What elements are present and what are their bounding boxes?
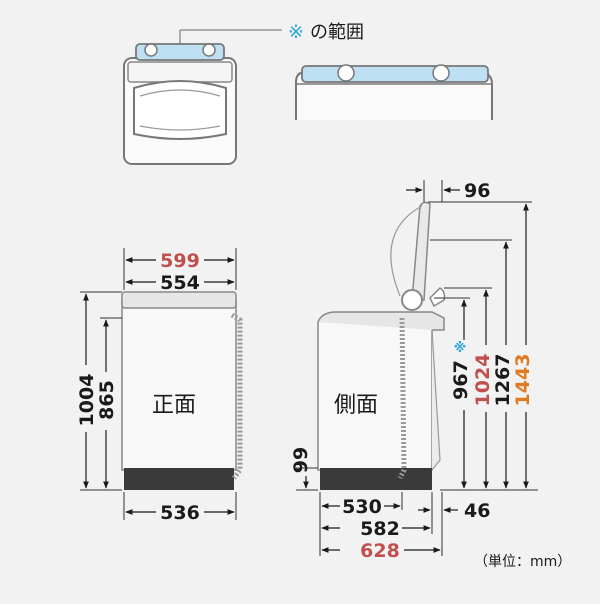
dim-width-536: 536	[160, 502, 200, 524]
note-label: の範囲	[310, 22, 364, 43]
dim-height-865: 865	[96, 380, 118, 420]
note-mark: ※	[288, 21, 304, 43]
dim-width-599: 599	[160, 250, 200, 272]
front-view-label: 正面	[152, 393, 196, 418]
dim-height-1004: 1004	[76, 374, 98, 427]
front-view	[121, 291, 243, 490]
dim-height-1024: 1024	[472, 354, 494, 407]
dim-height-1443: 1443	[512, 354, 534, 407]
top-view-front	[123, 43, 237, 165]
dim-width-554: 554	[160, 272, 200, 294]
dim-height-1267: 1267	[492, 354, 514, 407]
dim-height-967: 967	[450, 360, 472, 400]
dim-967-mark: ※	[454, 341, 467, 356]
side-view	[317, 201, 446, 490]
top-view-side	[295, 64, 493, 120]
dim-depth-628: 628	[360, 540, 400, 562]
dim-depth-530: 530	[342, 496, 382, 518]
dim-depth-582: 582	[360, 518, 400, 540]
dim-rear-46: 46	[464, 500, 490, 522]
dim-foot-99: 99	[290, 447, 312, 473]
dim-lid-96: 96	[464, 180, 490, 202]
side-view-label: 側面	[334, 393, 378, 418]
unit-label: （単位：mm）	[474, 554, 571, 570]
